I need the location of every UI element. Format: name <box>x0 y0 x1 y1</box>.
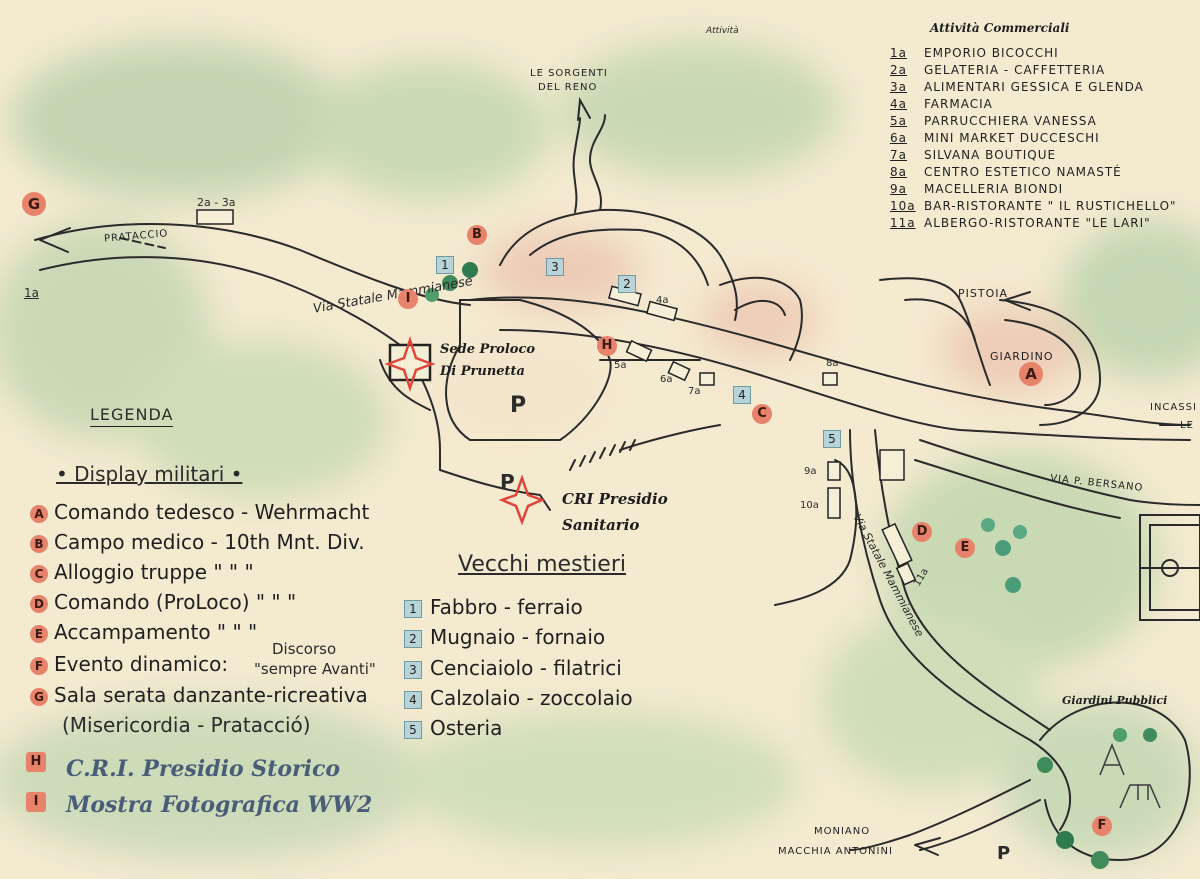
trees <box>425 262 1157 869</box>
label-giardini-pubblici: Giardini Pubblici <box>1062 694 1168 707</box>
map-square-4: 4 <box>733 386 751 404</box>
label-cri-presidio: CRI Presidio <box>562 490 668 508</box>
star-icon <box>384 336 436 392</box>
legend-h-text: C.R.I. Presidio Storico <box>66 756 341 782</box>
map-shop-8a: 8a <box>826 358 839 369</box>
parking-icon: P <box>997 843 1011 864</box>
watercolor-wash <box>0 40 1200 860</box>
star-icon <box>498 474 546 526</box>
roads <box>34 96 1200 862</box>
legend-f-sempre: "sempre Avanti" <box>254 660 376 678</box>
map-shop-6a: 6a <box>660 374 673 385</box>
label-sorgenti: LE SORGENTI <box>530 68 608 79</box>
map-square-3: 3 <box>546 258 564 276</box>
map-shop-9a: 9a <box>804 466 817 477</box>
playground-icon <box>1099 742 1161 809</box>
label-pistoia: PISTOIA <box>958 287 1009 300</box>
header-small: Attività <box>706 26 739 36</box>
legend-i-text: Mostra Fotografica WW2 <box>66 792 373 818</box>
legend-title: LEGENDA <box>90 405 174 427</box>
map-badge-g: G <box>22 192 46 216</box>
label-incassi: INCASSI <box>1150 402 1197 413</box>
commercial-title: Attività Commerciali <box>930 21 1070 35</box>
parking-icon: P <box>510 393 527 418</box>
map-badge-c: C <box>752 404 772 424</box>
map-badge-a: A <box>1019 362 1043 386</box>
legend-f-discorso: Discorso <box>272 640 337 658</box>
label-le: LE <box>1180 420 1194 431</box>
label-moniano: MONIANO <box>814 826 871 837</box>
map-badge-f: F <box>1092 816 1112 836</box>
label-sede-proloco: Sede Proloco <box>440 342 536 357</box>
map-badge-d: D <box>912 522 932 542</box>
map-square-5: 5 <box>823 430 841 448</box>
map-shop-7a: 7a <box>688 386 701 397</box>
map-square-1: 1 <box>436 256 454 274</box>
trades-title: Vecchi mestieri <box>458 552 626 577</box>
map-badge-b: B <box>467 225 487 245</box>
parking-icon: P <box>500 470 515 494</box>
buildings <box>196 209 917 586</box>
map-shop-5a: 5a <box>614 360 627 371</box>
map-badge-e: E <box>955 538 975 558</box>
label-macchia: MACCHIA ANTONINI <box>778 846 893 857</box>
map-shop-4a: 4a <box>656 295 669 306</box>
label-reno: DEL RENO <box>538 82 598 93</box>
legend-g-cont: (Misericordia - Pratacció) <box>62 713 311 737</box>
label-di-prunetta: Di Prunetta <box>440 364 525 379</box>
label-2a3a: 2a - 3a <box>197 196 236 209</box>
label-giardino: GIARDINO <box>990 350 1054 363</box>
legend-badge-h: H <box>26 752 46 772</box>
label-sanitario: Sanitario <box>562 516 640 534</box>
map-square-2: 2 <box>618 275 636 293</box>
star-markers <box>384 336 546 526</box>
map-badge-h: H <box>597 336 617 356</box>
legend-badge-i: I <box>26 792 46 812</box>
map-shop-10a: 10a <box>800 500 819 511</box>
legend-military-title: • Display militari • <box>56 462 243 486</box>
label-1a-left: 1a <box>24 286 39 300</box>
map-badge-i: I <box>398 289 418 309</box>
